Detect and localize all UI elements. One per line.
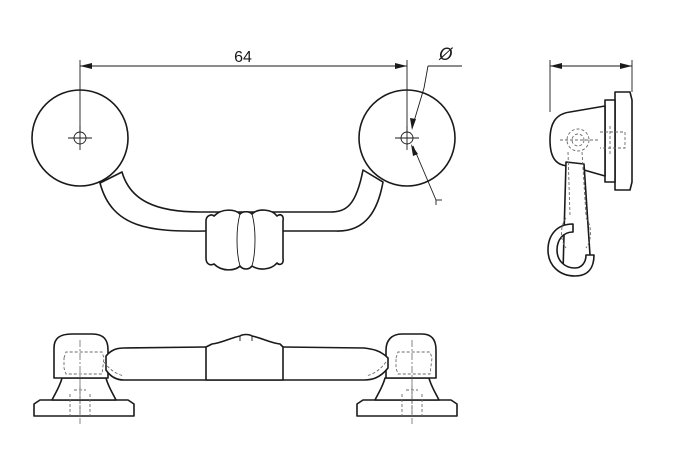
side-view xyxy=(547,60,633,277)
top-view xyxy=(33,333,458,424)
left-base-plate xyxy=(33,399,135,417)
top-knuckle xyxy=(205,333,284,381)
dimension-64: 64 xyxy=(79,49,408,132)
bail-handle xyxy=(99,169,384,232)
left-neck xyxy=(51,377,117,401)
left-post xyxy=(53,333,109,379)
knuckle-bead-right xyxy=(251,213,256,267)
right-post xyxy=(385,333,437,379)
drop-ring xyxy=(547,223,595,277)
knuckle-bead-left xyxy=(236,213,241,267)
dimension-64-label: 64 xyxy=(234,49,252,66)
diameter-leader: Ø xyxy=(410,45,462,205)
center-knuckle xyxy=(205,209,284,271)
right-neck xyxy=(374,377,440,401)
right-base-plate xyxy=(356,399,458,417)
front-view: 64 Ø xyxy=(31,45,462,271)
diameter-symbol: Ø xyxy=(438,45,453,65)
back-plate xyxy=(614,91,633,191)
